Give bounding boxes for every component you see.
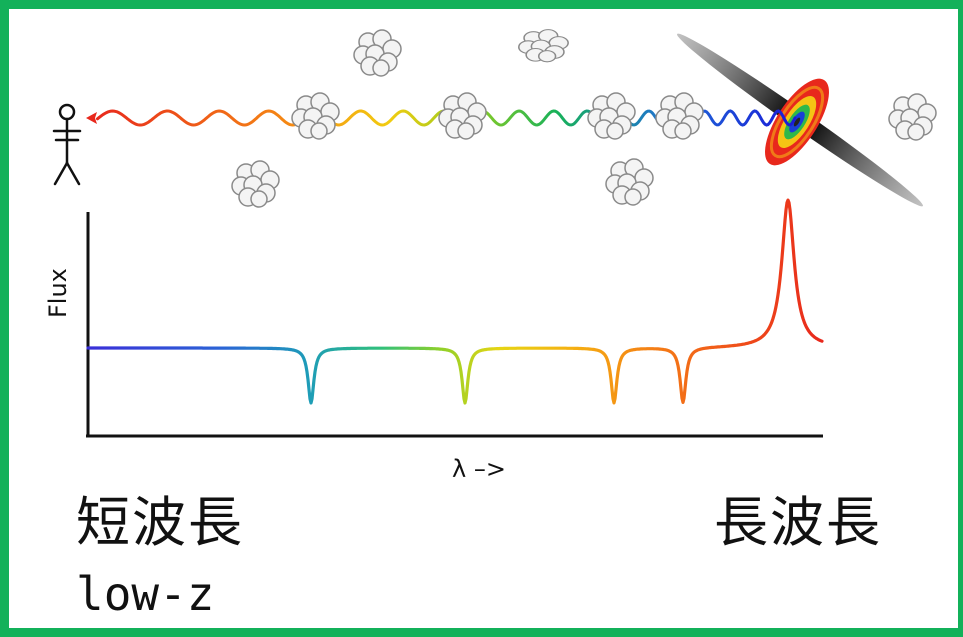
long-wavelength-label: 長波長 bbox=[714, 491, 882, 554]
short-wavelength-label: 短波長 bbox=[76, 491, 244, 554]
gas-cloud-icon bbox=[438, 92, 487, 140]
gas-cloud-icon bbox=[888, 93, 937, 141]
y-axis-label: Flux bbox=[44, 268, 72, 318]
gas-cloud-icon bbox=[353, 29, 402, 77]
gas-cloud-icon bbox=[231, 160, 280, 208]
gas-cloud-icon bbox=[587, 92, 636, 140]
quasar-disk-icon bbox=[677, 33, 923, 207]
spectrum-curve bbox=[86, 198, 824, 405]
plot-axes bbox=[86, 212, 823, 438]
gas-cloud-icon bbox=[291, 92, 340, 140]
gas-cloud-icon bbox=[518, 28, 569, 63]
gas-cloud-icon bbox=[655, 92, 704, 140]
stick-figure-icon bbox=[52, 103, 82, 186]
redshift-label: low-z bbox=[76, 567, 215, 621]
ray-arrowhead-icon bbox=[86, 112, 97, 124]
x-axis-label: λ –> bbox=[452, 455, 506, 483]
gas-cloud-icon bbox=[605, 158, 654, 206]
